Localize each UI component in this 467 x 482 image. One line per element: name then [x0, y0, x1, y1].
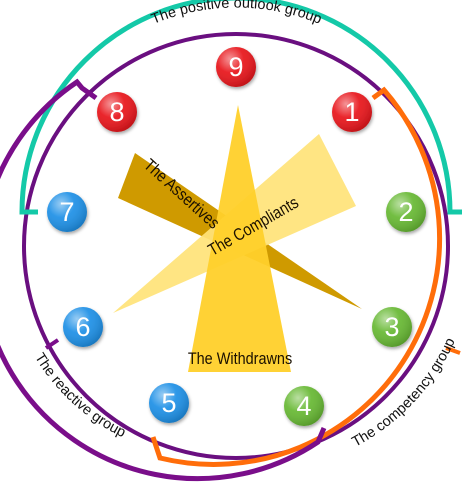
positive-outlook-group-label: The positive outlook group: [149, 0, 324, 28]
svg-text:6: 6: [75, 312, 90, 342]
svg-text:8: 8: [109, 97, 124, 127]
competency-bracket-tick: [445, 346, 461, 355]
withdrawns-triangle: [188, 105, 291, 372]
node-3: 3: [372, 307, 412, 347]
node-8: 8: [97, 92, 137, 132]
node-7: 7: [47, 192, 87, 232]
node-1: 1: [332, 92, 372, 132]
outer-circle: [22, 32, 450, 460]
node-9: 9: [216, 47, 256, 87]
node-5: 5: [149, 383, 189, 423]
node-6: 6: [63, 307, 103, 347]
node-4: 4: [284, 386, 324, 426]
withdrawns-label: The Withdrawns: [188, 350, 292, 368]
svg-text:9: 9: [228, 52, 243, 82]
node-2: 2: [386, 192, 426, 232]
svg-text:5: 5: [161, 388, 176, 418]
reactive-group-label: The reactive group: [31, 350, 128, 441]
svg-text:3: 3: [384, 312, 399, 342]
competency-bracket: [150, 86, 443, 467]
svg-text:7: 7: [59, 197, 74, 227]
reactive-bracket-tick: [44, 338, 60, 350]
positive-outlook-bracket: [19, 0, 462, 215]
svg-text:2: 2: [398, 197, 413, 227]
svg-text:1: 1: [344, 97, 359, 127]
competency-group-label: The competency group: [349, 336, 458, 451]
reactive-bracket: [0, 78, 327, 482]
svg-text:4: 4: [296, 391, 311, 421]
